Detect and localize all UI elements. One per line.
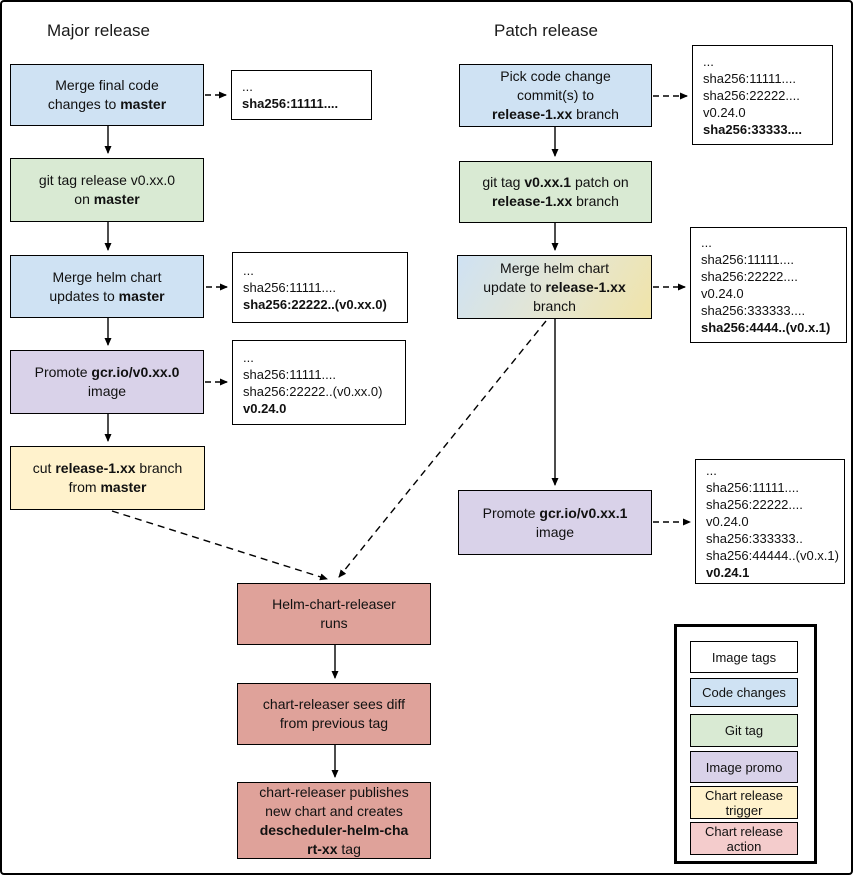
heading-major-release: Major release bbox=[47, 21, 150, 40]
legend-item-image-tags: Image tags bbox=[690, 641, 798, 673]
image-tags-box-patch-1: ...sha256:11111....sha256:22222....v0.24… bbox=[692, 45, 833, 145]
image-tags-box-major-1: ...sha256:11111.... bbox=[231, 70, 372, 120]
heading-patch-release: Patch release bbox=[494, 21, 598, 40]
legend-item-git-tag: Git tag bbox=[690, 714, 798, 747]
image-tags-box-patch-3: ...sha256:11111....sha256:22222....v0.24… bbox=[695, 459, 845, 584]
legend-item-code-changes: Code changes bbox=[690, 678, 798, 707]
legend-item-image-promo: Image promo bbox=[690, 751, 798, 783]
image-tags-box-patch-2: ...sha256:11111....sha256:22222....v0.24… bbox=[690, 227, 847, 343]
image-tags-box-major-2: ...sha256:11111....sha256:22222..(v0.xx.… bbox=[232, 252, 408, 323]
image-tags-box-major-3: ...sha256:11111....sha256:22222..(v0.xx.… bbox=[232, 340, 406, 425]
